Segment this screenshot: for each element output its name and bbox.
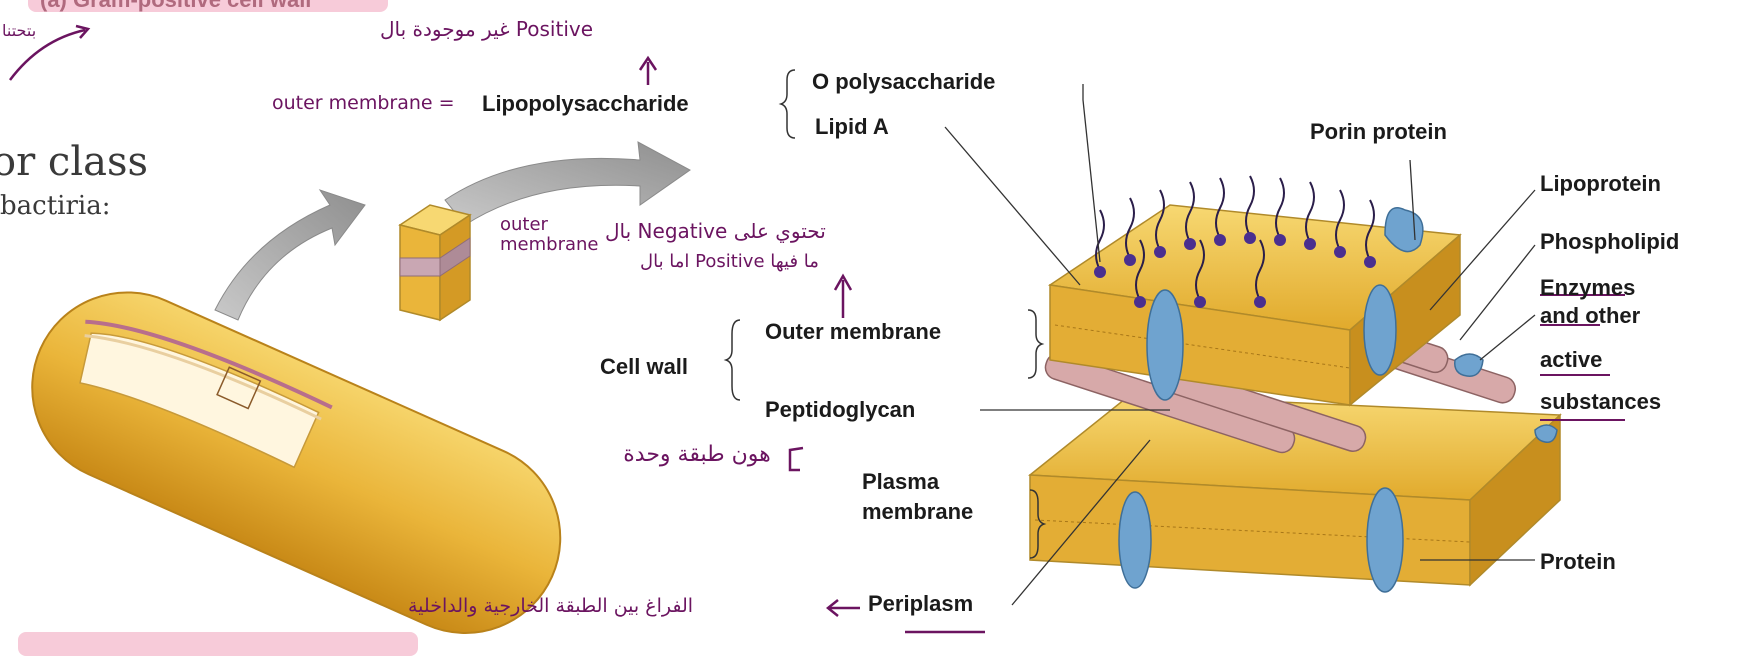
label-phospholipid: Phospholipid [1540, 230, 1679, 254]
label-enzymes-1: Enzymes [1540, 276, 1635, 300]
label-enzymes-4: substances [1540, 390, 1661, 414]
note-outer-membrane-en: outer membrane [500, 215, 570, 255]
label-lipoprotein: Lipoprotein [1540, 172, 1661, 196]
side-note-class: or class [0, 140, 148, 184]
label-porin-protein: Porin protein [1310, 120, 1447, 144]
label-enzymes-3: active [1540, 348, 1602, 372]
label-lipopolysaccharide: Lipopolysaccharide [482, 92, 689, 116]
label-peptidoglycan: Peptidoglycan [765, 398, 915, 422]
side-note-bacteria: bactiria: [0, 192, 110, 221]
label-lipid-a: Lipid A [815, 115, 889, 139]
label-plasma-1: Plasma [862, 470, 939, 494]
note-space-between: الفراغ بين الطبقة الخارجية والداخلية [408, 596, 693, 617]
label-protein: Protein [1540, 550, 1616, 574]
note-outer-membrane-eq: outer membrane = [272, 93, 455, 114]
corner-arabic-note: بتحتنا [2, 22, 36, 40]
note-not-in-positive: غير موجودة بال Positive [380, 18, 593, 40]
label-periplasm: Periplasm [868, 592, 973, 616]
note-negative-contains: بال Negative تحتوي على [605, 220, 826, 242]
note-one-layer: هون طبقة وحدة [612, 443, 782, 467]
rod-bacterium [2, 262, 591, 642]
note-positive-lacks: اما بال Positive ما فيها [640, 252, 819, 272]
label-cell-wall: Cell wall [600, 355, 688, 379]
diagram-canvas: (a) Gram-positive cell wall [0, 0, 1745, 642]
label-plasma-2: membrane [862, 500, 973, 524]
label-enzymes-2: and other [1540, 304, 1640, 328]
label-o-polysaccharide: O polysaccharide [812, 70, 995, 94]
wall-cube [400, 205, 470, 320]
label-outer-membrane: Outer membrane [765, 320, 941, 344]
